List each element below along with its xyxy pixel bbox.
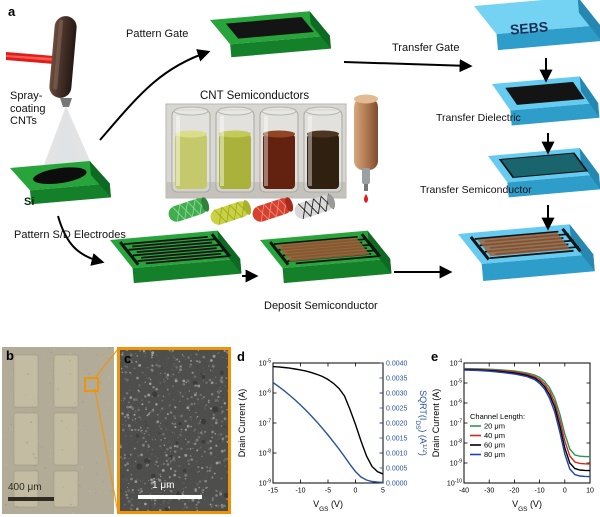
svg-text:SQRT(IDS) (A1/2): SQRT(IDS) (A1/2) — [415, 390, 428, 456]
svg-text:10-4: 10-4 — [450, 359, 462, 368]
label-deposit-semiconductor: Deposit Semiconductor — [264, 300, 378, 313]
svg-text:0.0015: 0.0015 — [386, 436, 408, 443]
scale-bar-b — [8, 497, 54, 501]
svg-text:0.0010: 0.0010 — [386, 451, 408, 458]
cnt-vials-photo — [166, 104, 346, 198]
spray-coater-icon — [42, 15, 94, 170]
label-transfer-gate: Transfer Gate — [392, 42, 459, 55]
ink-drop — [364, 194, 368, 203]
label-pattern-sd: Pattern S/D Electrodes — [14, 229, 126, 242]
vial-1 — [172, 107, 210, 192]
label-transfer-dielectric: Transfer Dielectric — [436, 112, 521, 124]
svg-text:10-6: 10-6 — [450, 399, 462, 408]
label-transfer-semiconductor: Transfer Semiconductor — [420, 184, 532, 196]
svg-text:40 μm: 40 μm — [484, 431, 505, 440]
svg-text:VGS (V): VGS (V) — [512, 499, 542, 513]
svg-text:10-5: 10-5 — [450, 379, 462, 388]
series-Drain-Current — [273, 367, 383, 474]
panel-label-c: c — [124, 351, 131, 366]
channel-length-chart: -40 -30 -20 -10 0 10 10-4 10-5 10-6 10-7 10-8 10-9 1… — [430, 351, 600, 517]
svg-text:80 μm: 80 μm — [484, 450, 505, 459]
svg-text:0.0040: 0.0040 — [386, 361, 408, 368]
svg-text:60 μm: 60 μm — [484, 441, 505, 450]
svg-text:-20: -20 — [509, 488, 519, 495]
process-schematic — [0, 0, 600, 345]
label-sebs: SEBS — [509, 18, 548, 37]
optical-micrograph: b 400 μm — [2, 347, 114, 514]
gate-substrate — [210, 10, 331, 59]
svg-text:0.0025: 0.0025 — [386, 406, 408, 413]
svg-text:10: 10 — [586, 488, 594, 495]
svg-text:-10: -10 — [295, 488, 305, 495]
svg-text:-30: -30 — [484, 488, 494, 495]
svg-text:10-10: 10-10 — [447, 479, 462, 488]
svg-text:0: 0 — [354, 488, 358, 495]
label-cnt-semiconductors: CNT Semiconductors — [200, 90, 309, 103]
scale-bar-label-c: 1 μm — [152, 480, 174, 491]
panel-label-b: b — [6, 348, 14, 363]
cnt-model-green — [167, 196, 211, 224]
final-device — [458, 222, 595, 282]
svg-text:10-8: 10-8 — [450, 439, 462, 448]
svg-text:0.0035: 0.0035 — [386, 376, 408, 383]
series-80-μm — [464, 370, 590, 477]
svg-text:10-9: 10-9 — [450, 459, 462, 468]
spray-gun-icon — [354, 95, 378, 204]
svg-text:0.0005: 0.0005 — [386, 466, 408, 473]
svg-text:0: 0 — [563, 488, 567, 495]
svg-text:5: 5 — [381, 488, 385, 495]
deposited-semiconductor-substrate — [260, 229, 391, 285]
sd-electrodes-substrate — [110, 229, 241, 285]
svg-text:10-6: 10-6 — [259, 389, 271, 398]
svg-text:-10: -10 — [535, 488, 545, 495]
scale-bar-label-b: 400 μm — [8, 482, 42, 493]
vial-3 — [260, 107, 298, 192]
svg-text:-5: -5 — [325, 488, 331, 495]
cnt-model-red — [251, 196, 295, 224]
svg-text:0.0020: 0.0020 — [386, 421, 408, 428]
svg-text:10-8: 10-8 — [259, 449, 271, 458]
label-spray-coating: Spray- coating CNTs — [10, 90, 45, 128]
svg-text:10-9: 10-9 — [259, 479, 271, 488]
svg-text:-40: -40 — [459, 488, 469, 495]
legend-title: Channel Length: — [470, 412, 525, 421]
svg-text:Drain Current (A): Drain Current (A) — [431, 389, 441, 458]
label-pattern-gate: Pattern Gate — [126, 28, 188, 41]
series-SQRT(IDS) — [273, 383, 383, 483]
svg-text:10-7: 10-7 — [450, 419, 462, 428]
cnt-model-yellow — [209, 199, 253, 227]
sem-image: c 1 μm — [117, 347, 231, 514]
vial-4 — [304, 107, 342, 192]
label-si: Si — [24, 196, 34, 208]
svg-text:-15: -15 — [268, 488, 278, 495]
zoom-region-highlight — [84, 377, 99, 392]
scale-bar-c — [138, 495, 202, 499]
svg-text:20 μm: 20 μm — [484, 422, 505, 431]
svg-text:Drain Current (A): Drain Current (A) — [237, 389, 247, 458]
vial-2 — [216, 107, 254, 192]
svg-text:10-5: 10-5 — [259, 359, 271, 368]
svg-text:0.0030: 0.0030 — [386, 391, 408, 398]
svg-text:VGS (V): VGS (V) — [313, 499, 343, 513]
transfer-curve-chart: -15 -10 -5 0 5 10-5 10-6 10-7 10-8 10-9 0.0000 0.00… — [235, 351, 427, 517]
laser-beam-icon — [6, 52, 54, 64]
svg-text:0.0000: 0.0000 — [386, 481, 408, 488]
svg-text:10-7: 10-7 — [259, 419, 271, 428]
